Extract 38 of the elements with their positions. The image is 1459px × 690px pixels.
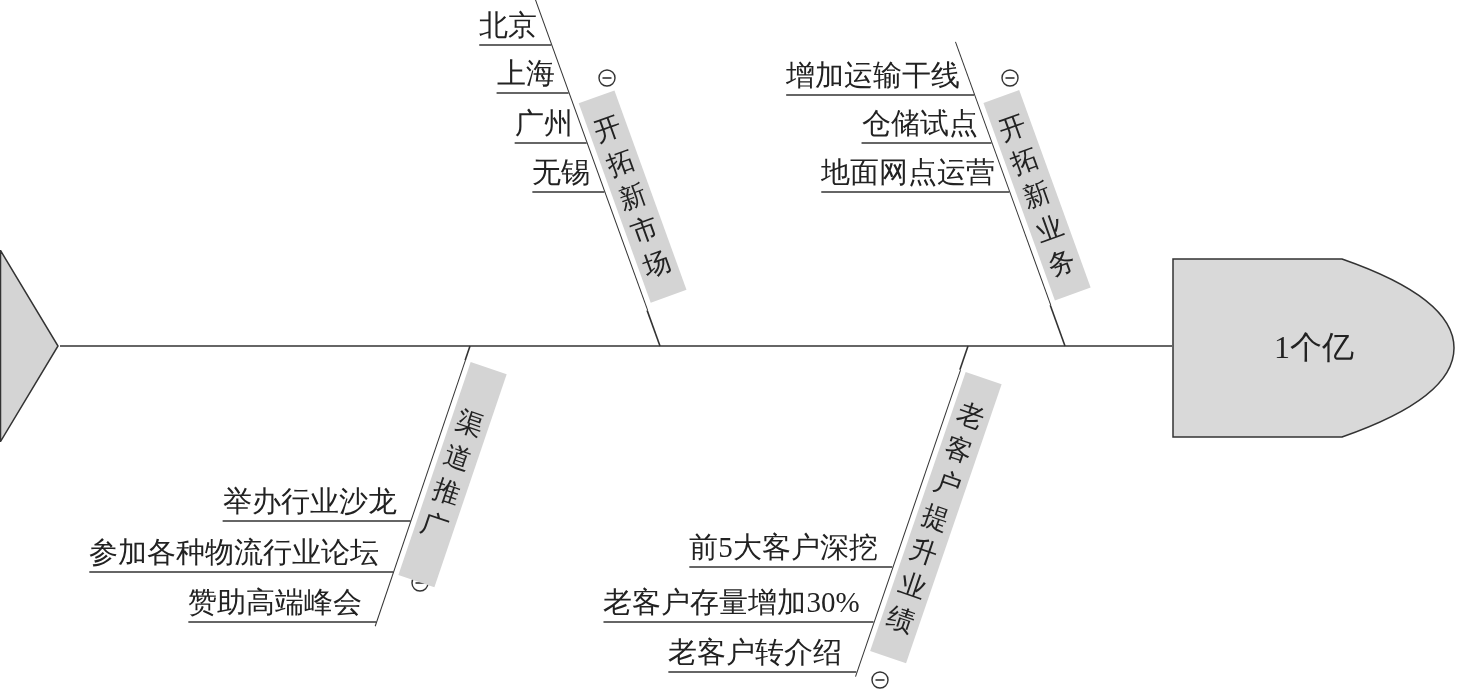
cause-label: 广州 [514, 106, 573, 140]
tail-triangle [0, 250, 60, 442]
connector-line [88, 571, 395, 573]
category-label: 开拓新市场 [589, 109, 676, 285]
connector-line [602, 621, 875, 623]
cause-label: 上海 [496, 56, 555, 90]
head-shape [1172, 258, 1456, 438]
cause-label: 地面网点运营 [821, 155, 996, 189]
connector-line [187, 621, 378, 623]
cause-label: 增加运输干线 [786, 58, 961, 92]
cause-label: 赞助高端峰会 [188, 585, 363, 619]
category-label: 开拓新业务 [994, 107, 1081, 284]
cause-label: 仓储试点 [861, 106, 978, 140]
cause-label: 北京 [479, 8, 538, 42]
cause-label: 举办行业沙龙 [222, 484, 397, 518]
connector-line [785, 94, 975, 96]
cause-label: 老客户存量增加30% [603, 585, 860, 619]
connector-line [860, 142, 993, 144]
category-label: 老客户提升业绩 [882, 395, 990, 641]
connector-line [478, 44, 553, 46]
connector-line [221, 520, 412, 522]
cause-label: 老客户转介绍 [668, 635, 843, 669]
connector-line [531, 191, 606, 193]
connector-line [820, 191, 1011, 193]
cause-label: 参加各种物流行业论坛 [89, 535, 380, 569]
connector-line [464, 345, 471, 361]
connector-line [59, 345, 1173, 347]
connector-line [688, 566, 894, 568]
connector-line [667, 671, 858, 673]
connector-line [646, 309, 661, 347]
cause-label: 前5大客户深挖 [689, 530, 878, 564]
connector-line [495, 92, 570, 94]
category-label: 渠道推广 [416, 404, 489, 547]
connector-line [959, 345, 969, 371]
cause-label: 无锡 [532, 155, 591, 189]
connector-line [513, 142, 588, 144]
connector-line [1049, 304, 1066, 347]
result-label: 1个亿 [1274, 328, 1354, 367]
